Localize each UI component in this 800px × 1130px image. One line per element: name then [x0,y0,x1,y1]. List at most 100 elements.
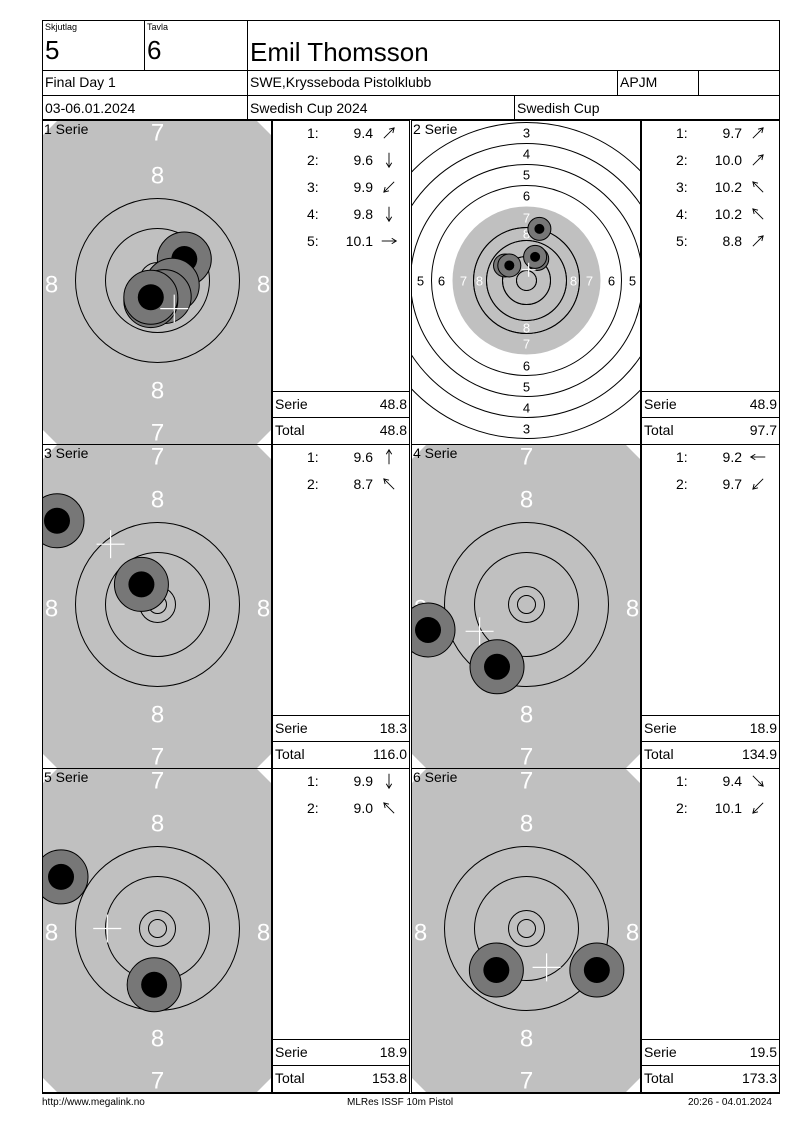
footer-software: MLRes ISSF 10m Pistol [347,1097,454,1108]
running-total-value: 116.0 [373,746,407,762]
ring-number: 8 [523,321,530,336]
shot-index: 2: [676,152,688,168]
shot-index: 5: [676,233,688,249]
serie-sum-label: Serie [275,1044,308,1060]
target-ring [75,198,240,363]
serie-sum-row: Serie 18.9 [273,1039,409,1063]
ring-7-area [43,769,271,1092]
mean-point-marker [96,530,125,559]
shot-direction-arrow-icon [752,478,764,490]
shot-direction-arrow-icon [752,208,764,220]
ring-number: 8 [520,811,533,838]
running-total-value: 153.8 [371,1070,407,1086]
ring-number: 7 [586,274,593,289]
ring-number: 4 [523,147,530,162]
ring-number: 8 [151,487,164,514]
shot-hole [43,849,89,905]
shot-score: 9.6 [353,449,373,465]
ring-number: 3 [523,126,530,141]
shot-score: 9.2 [722,449,742,465]
ring-number: 5 [417,274,424,289]
shot-index: 1: [676,125,688,141]
target-ring [431,185,622,376]
target-ring [452,206,601,355]
shot-score: 9.4 [353,125,373,141]
shot-row: 1:9.4 [642,773,800,800]
running-total-value: 173.3 [741,1070,777,1086]
shot-score: 9.4 [722,773,742,789]
target-ring [473,227,580,334]
ring-number: 8 [45,920,58,947]
mean-point-marker [465,617,494,646]
shot-index: 4: [307,206,319,222]
shot-index: 3: [676,179,688,195]
serie-sum-row: Serie 18.3 [273,715,409,739]
ring-number: 8 [257,596,270,623]
target-ring [412,122,640,439]
ring-number: 4 [523,401,530,416]
shot-row: 5:8.8 [642,233,800,260]
shot-index: 1: [676,449,688,465]
serie-sum-value: 18.9 [379,1044,407,1060]
serie-sum-value: 18.3 [379,720,407,736]
shot-row: 3:10.2 [642,179,800,206]
shot-direction-arrow-icon [752,127,764,139]
ring-7-area [412,769,640,1092]
running-total-label: Total [644,746,674,762]
target-svg: 333344445555666677778888 [412,122,640,439]
target-ring [412,143,640,418]
shot-row: 2:9.7 [642,476,800,503]
competition-dates: 03-06.01.2024 [45,100,136,116]
ring-number: 7 [523,337,530,352]
shot-hole [468,942,524,998]
serie-sum-value: 48.9 [749,396,777,412]
class-name: APJM [620,74,658,90]
target-ring [516,270,537,291]
target-ring [444,846,609,1011]
shot-row: 2:9.6 [273,152,441,179]
shot-row: 4:10.2 [642,206,800,233]
serie-label: 4 Serie [413,445,458,461]
shot-direction-arrow-icon [752,802,764,814]
footer-url[interactable]: http://www.megalink.no [42,1097,145,1108]
event-name: Final Day 1 [45,74,116,90]
shot-hole [523,244,548,269]
shot-row: 1:9.6 [273,448,441,476]
shot-direction-arrow-icon [752,154,764,166]
ring-number: 8 [151,702,164,729]
target-ring [517,919,536,938]
shot-score: 10.1 [345,233,373,249]
shot-hole [126,957,182,1013]
running-total-label: Total [275,1070,305,1086]
shot-score: 9.9 [353,773,373,789]
ring-number: 8 [476,274,483,289]
mean-point-marker [160,294,189,323]
serie-sum-label: Serie [275,720,308,736]
ring-number: 7 [151,420,164,445]
shot-direction-arrow-icon [752,235,764,247]
shot-index: 4: [676,206,688,222]
shot-score: 9.7 [722,125,742,141]
shot-hole [569,942,625,998]
ring-number: 8 [151,378,164,405]
target-ring [474,552,579,657]
target-ring [75,522,240,687]
shot-index: 2: [307,800,319,816]
shot-score: 9.0 [353,800,373,816]
mean-point-marker [521,262,536,277]
skjutlag-cell: Skjutlag 5 [42,20,145,71]
target-ring [474,876,579,981]
class-extra-cell [698,70,780,96]
ring-number: 6 [523,359,530,374]
shot-hole [43,493,85,549]
tavla-value: 6 [147,35,162,65]
